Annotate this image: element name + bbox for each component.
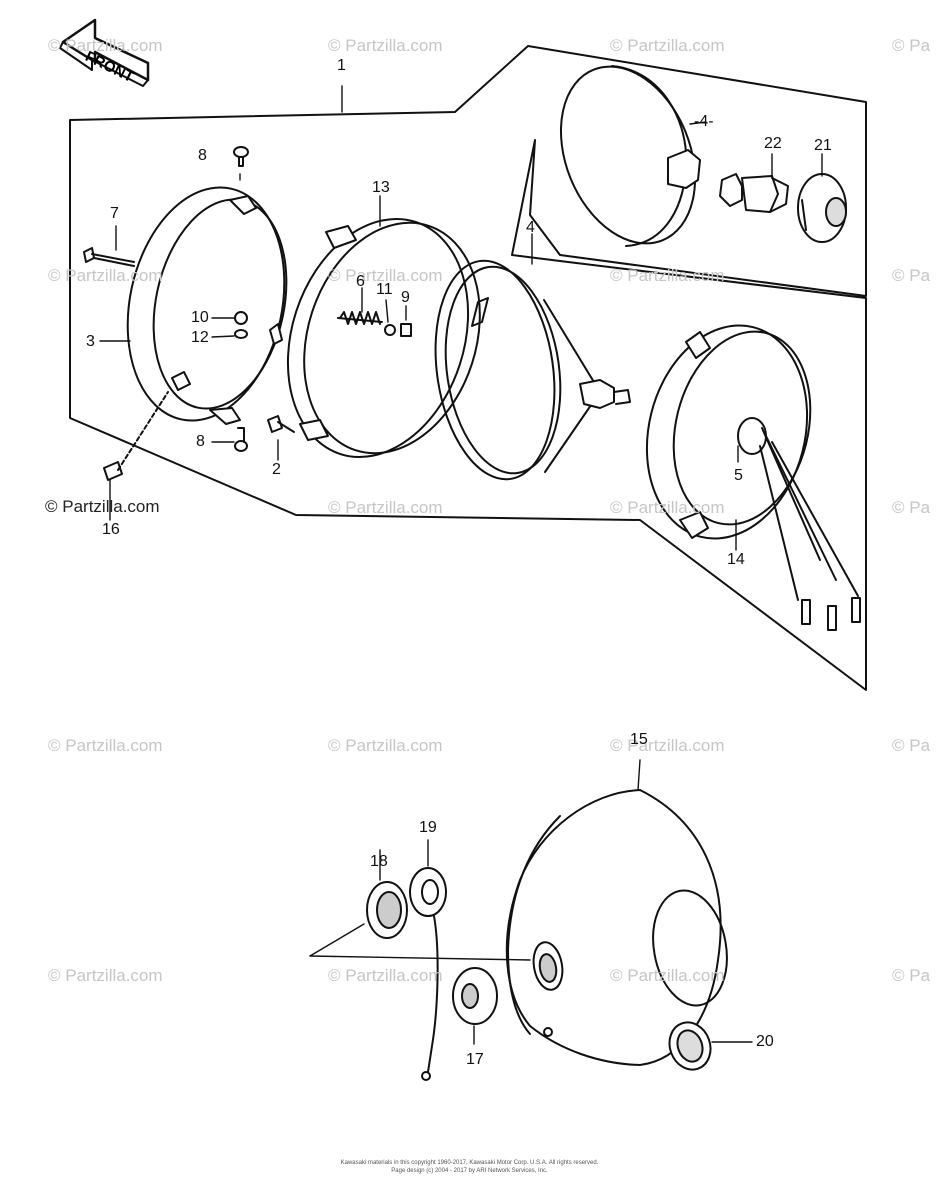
watermark: © Partzilla.com: [48, 736, 163, 755]
watermark: © Pa: [892, 498, 931, 517]
bulb-icon: [719, 173, 789, 213]
mounting-ring-icon: [286, 217, 481, 459]
footer-line-1: Kawasaki materials in this copyright 196…: [340, 1160, 599, 1166]
headlight-housing-icon: [505, 759, 728, 1066]
watermark: © Pa: [892, 36, 931, 55]
leader-lines: [99, 85, 823, 551]
headlight-unit-icon: [559, 65, 701, 247]
watermark: © Partzilla.com: [610, 966, 725, 985]
grommet-icon: [366, 881, 408, 939]
watermark: © Pa: [892, 266, 931, 285]
copyright-label: © Partzilla.com: [45, 497, 160, 516]
callout-15: 15: [630, 731, 648, 748]
callout-22: 22: [764, 135, 782, 152]
bulb-cover-icon: [797, 173, 847, 243]
spring-icon: [337, 311, 383, 325]
grommet-20-icon: [668, 1021, 712, 1071]
washer-icon: [400, 323, 412, 337]
footer-line-2: Page design (c) 2004 - 2017 by ARI Netwo…: [391, 1168, 548, 1174]
headlight-rim-icon: [126, 186, 288, 425]
adjusting-screw-icon: [267, 415, 295, 433]
callout-10: 10: [191, 309, 209, 326]
watermark: © Partzilla.com: [328, 498, 443, 517]
callout-18: 18: [370, 853, 388, 870]
headlight-body-icon: [645, 324, 861, 631]
callout-19: 19: [419, 819, 437, 836]
callout-13: 13: [372, 179, 390, 196]
watermark: © Partzilla.com: [328, 266, 443, 285]
watermark: © Partzilla.com: [328, 36, 443, 55]
callout-12: 12: [191, 329, 209, 346]
socket-wire-icon: [409, 867, 447, 1081]
watermark: © Partzilla.com: [328, 966, 443, 985]
screw-16-icon: [103, 391, 169, 481]
nut-icon: [384, 324, 396, 336]
front-arrow-icon: [59, 18, 150, 87]
callout-8-bottom: 8: [196, 433, 205, 450]
reflector-icon: [434, 259, 631, 481]
callout-4: 4: [526, 219, 535, 236]
callout-7: 7: [110, 205, 119, 222]
callout-20: 20: [756, 1033, 774, 1050]
callout-14: 14: [727, 551, 745, 568]
watermark: © Partzilla.com: [328, 736, 443, 755]
watermark: © Partzilla.com: [48, 266, 163, 285]
screw-top-icon: [233, 146, 249, 167]
grommet-17-icon: [452, 967, 498, 1025]
screw-icon: [234, 311, 248, 325]
callout-21: 21: [814, 137, 832, 154]
watermark: © Partzilla.com: [610, 266, 725, 285]
callout-3: 3: [86, 333, 95, 350]
callout-1: 1: [337, 57, 346, 74]
washer-small-icon: [234, 329, 248, 339]
watermark: © Partzilla.com: [610, 736, 725, 755]
callout-4-unit: -4-: [694, 113, 714, 130]
callout-11: 11: [376, 281, 393, 298]
callout-5: 5: [734, 467, 743, 484]
callout-9: 9: [401, 289, 410, 306]
callout-16: 16: [102, 521, 120, 538]
callout-17: 17: [466, 1051, 484, 1068]
watermark: © Partzilla.com: [48, 36, 163, 55]
watermark: © Partzilla.com: [610, 498, 725, 517]
watermark: © Pa: [892, 736, 931, 755]
callout-6: 6: [356, 273, 365, 290]
leader-lines-lower: [309, 839, 753, 1045]
callout-2: 2: [272, 461, 281, 478]
watermark: © Partzilla.com: [610, 36, 725, 55]
screw-bottom-icon: [234, 427, 248, 452]
callout-8-top: 8: [198, 147, 207, 164]
watermark: © Pa: [892, 966, 931, 985]
assembly-outline: [69, 45, 867, 691]
watermark: © Partzilla.com: [48, 966, 163, 985]
bolt-icon: [83, 247, 135, 267]
